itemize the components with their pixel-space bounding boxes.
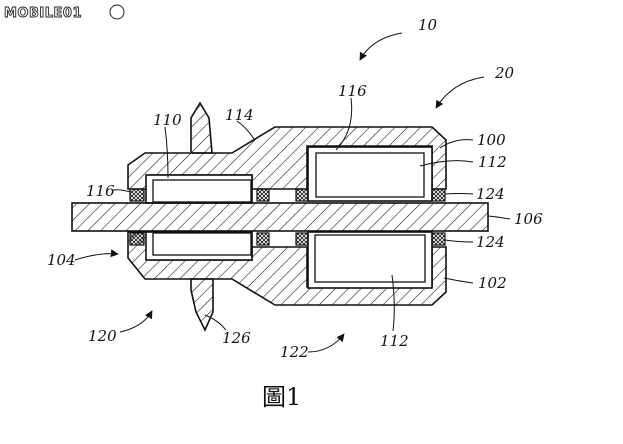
reference-labels: 10 20 116 114 110 100 112 116 124 106 12… xyxy=(47,16,543,361)
bearing-mid-top xyxy=(256,188,270,202)
bearing-mid-bottom xyxy=(256,232,270,246)
lower-clutch-110 xyxy=(152,232,252,256)
label-112-bottom: 112 xyxy=(380,332,409,350)
mobile01-logo: MOBILE01 xyxy=(4,4,125,21)
label-10: 10 xyxy=(418,16,438,34)
bearing-right-top xyxy=(431,188,446,202)
logo-ring-icon xyxy=(109,4,125,20)
leader-lines xyxy=(74,32,511,353)
upper-rotor-112 xyxy=(315,152,425,198)
label-124-top: 124 xyxy=(476,185,505,203)
bearing-left-bottom xyxy=(129,232,145,246)
bearing-left-top xyxy=(129,188,145,202)
label-100: 100 xyxy=(477,131,506,149)
label-106: 106 xyxy=(514,210,543,228)
chainring-lower xyxy=(190,278,214,332)
label-112-top: 112 xyxy=(478,153,507,171)
label-122: 122 xyxy=(280,343,309,361)
bearing-mid2-top xyxy=(295,188,309,202)
lower-rotor-112 xyxy=(314,234,426,283)
label-102: 102 xyxy=(478,274,507,292)
bearing-right-bottom xyxy=(431,232,446,246)
upper-clutch-110 xyxy=(152,179,252,203)
figure-caption: 圖1 xyxy=(262,383,301,411)
logo-text: MOBILE01 xyxy=(4,6,82,21)
label-116-left: 116 xyxy=(86,182,115,200)
label-20: 20 xyxy=(494,64,515,82)
label-120: 120 xyxy=(88,327,117,345)
label-124-bottom: 124 xyxy=(476,233,505,251)
chainring xyxy=(190,101,213,154)
label-110: 110 xyxy=(153,111,182,129)
label-126: 126 xyxy=(222,329,251,347)
bearing-mid2-bottom xyxy=(295,232,309,246)
shaft-106 xyxy=(71,202,489,232)
label-114: 114 xyxy=(225,106,254,124)
label-116-top: 116 xyxy=(338,82,367,100)
label-104: 104 xyxy=(47,251,76,269)
